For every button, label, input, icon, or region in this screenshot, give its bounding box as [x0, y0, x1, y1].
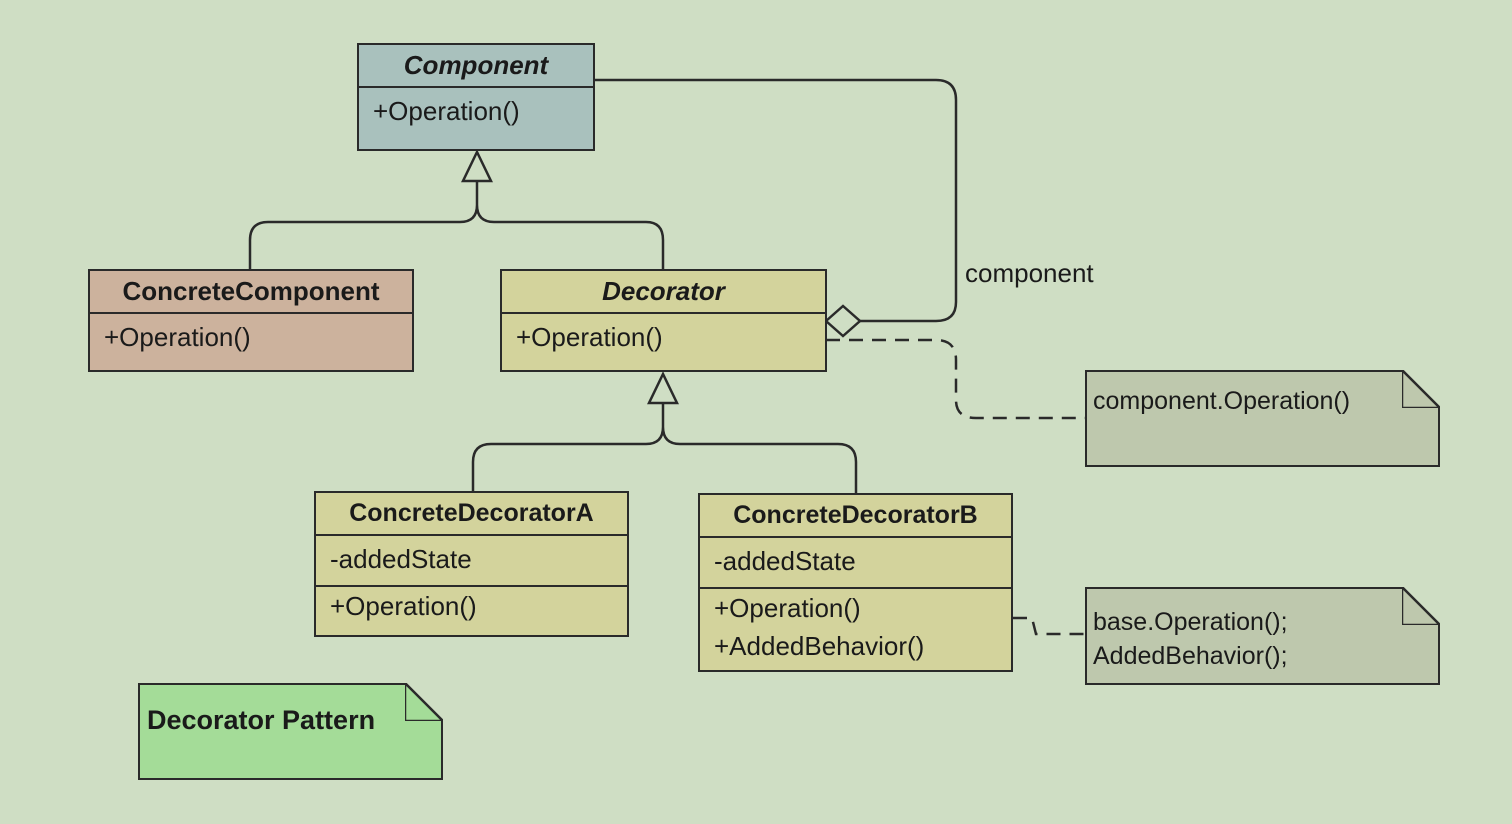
operation-item: +Operation()	[104, 322, 251, 352]
generalization-arrowhead	[461, 149, 493, 183]
note-diagram-title[interactable]: Decorator Pattern	[138, 683, 443, 780]
operation-item: +AddedBehavior()	[714, 631, 925, 661]
inheritance-edge-decorator	[471, 403, 858, 494]
class-concrete-decorator-a[interactable]: ConcreteDecoratorA -addedState +Operatio…	[314, 491, 629, 637]
class-name: ConcreteComponent	[90, 271, 412, 314]
class-component[interactable]: Component +Operation()	[357, 43, 595, 151]
operation-item: +Operation()	[516, 322, 663, 352]
note-fold-corner	[1402, 587, 1440, 625]
class-name: Component	[359, 45, 593, 88]
note-fold-corner	[1402, 370, 1440, 408]
class-concrete-component[interactable]: ConcreteComponent +Operation()	[88, 269, 414, 372]
class-concrete-decorator-b[interactable]: ConcreteDecoratorB -addedState +Operatio…	[698, 493, 1013, 672]
class-decorator[interactable]: Decorator +Operation()	[500, 269, 827, 372]
operation-item: +Operation()	[330, 591, 477, 621]
note-decorator-operation[interactable]: component.Operation()	[1085, 370, 1440, 467]
generalization-arrowhead	[647, 371, 679, 405]
operation-item: +Operation()	[373, 96, 520, 126]
aggregation-edge	[594, 78, 958, 323]
aggregation-diamond	[824, 304, 862, 338]
attribute-item: -addedState	[316, 536, 627, 587]
attribute-item: -addedState	[700, 538, 1011, 589]
class-name: Decorator	[502, 271, 825, 314]
diagram-title: Decorator Pattern	[147, 705, 376, 735]
association-role-label: component	[965, 258, 1094, 288]
note-link-decorator-b	[1013, 616, 1085, 636]
class-name: ConcreteDecoratorA	[316, 493, 627, 536]
note-decorator-b-operation[interactable]: base.Operation(); AddedBehavior();	[1085, 587, 1440, 685]
note-text: component.Operation()	[1093, 387, 1351, 415]
inheritance-edge-component	[248, 181, 665, 270]
note-link-decorator	[826, 338, 1085, 420]
note-fold-corner	[405, 683, 443, 721]
note-text: base.Operation(); AddedBehavior();	[1093, 608, 1288, 670]
class-name: ConcreteDecoratorB	[700, 495, 1011, 538]
operation-item: +Operation()	[714, 593, 861, 623]
